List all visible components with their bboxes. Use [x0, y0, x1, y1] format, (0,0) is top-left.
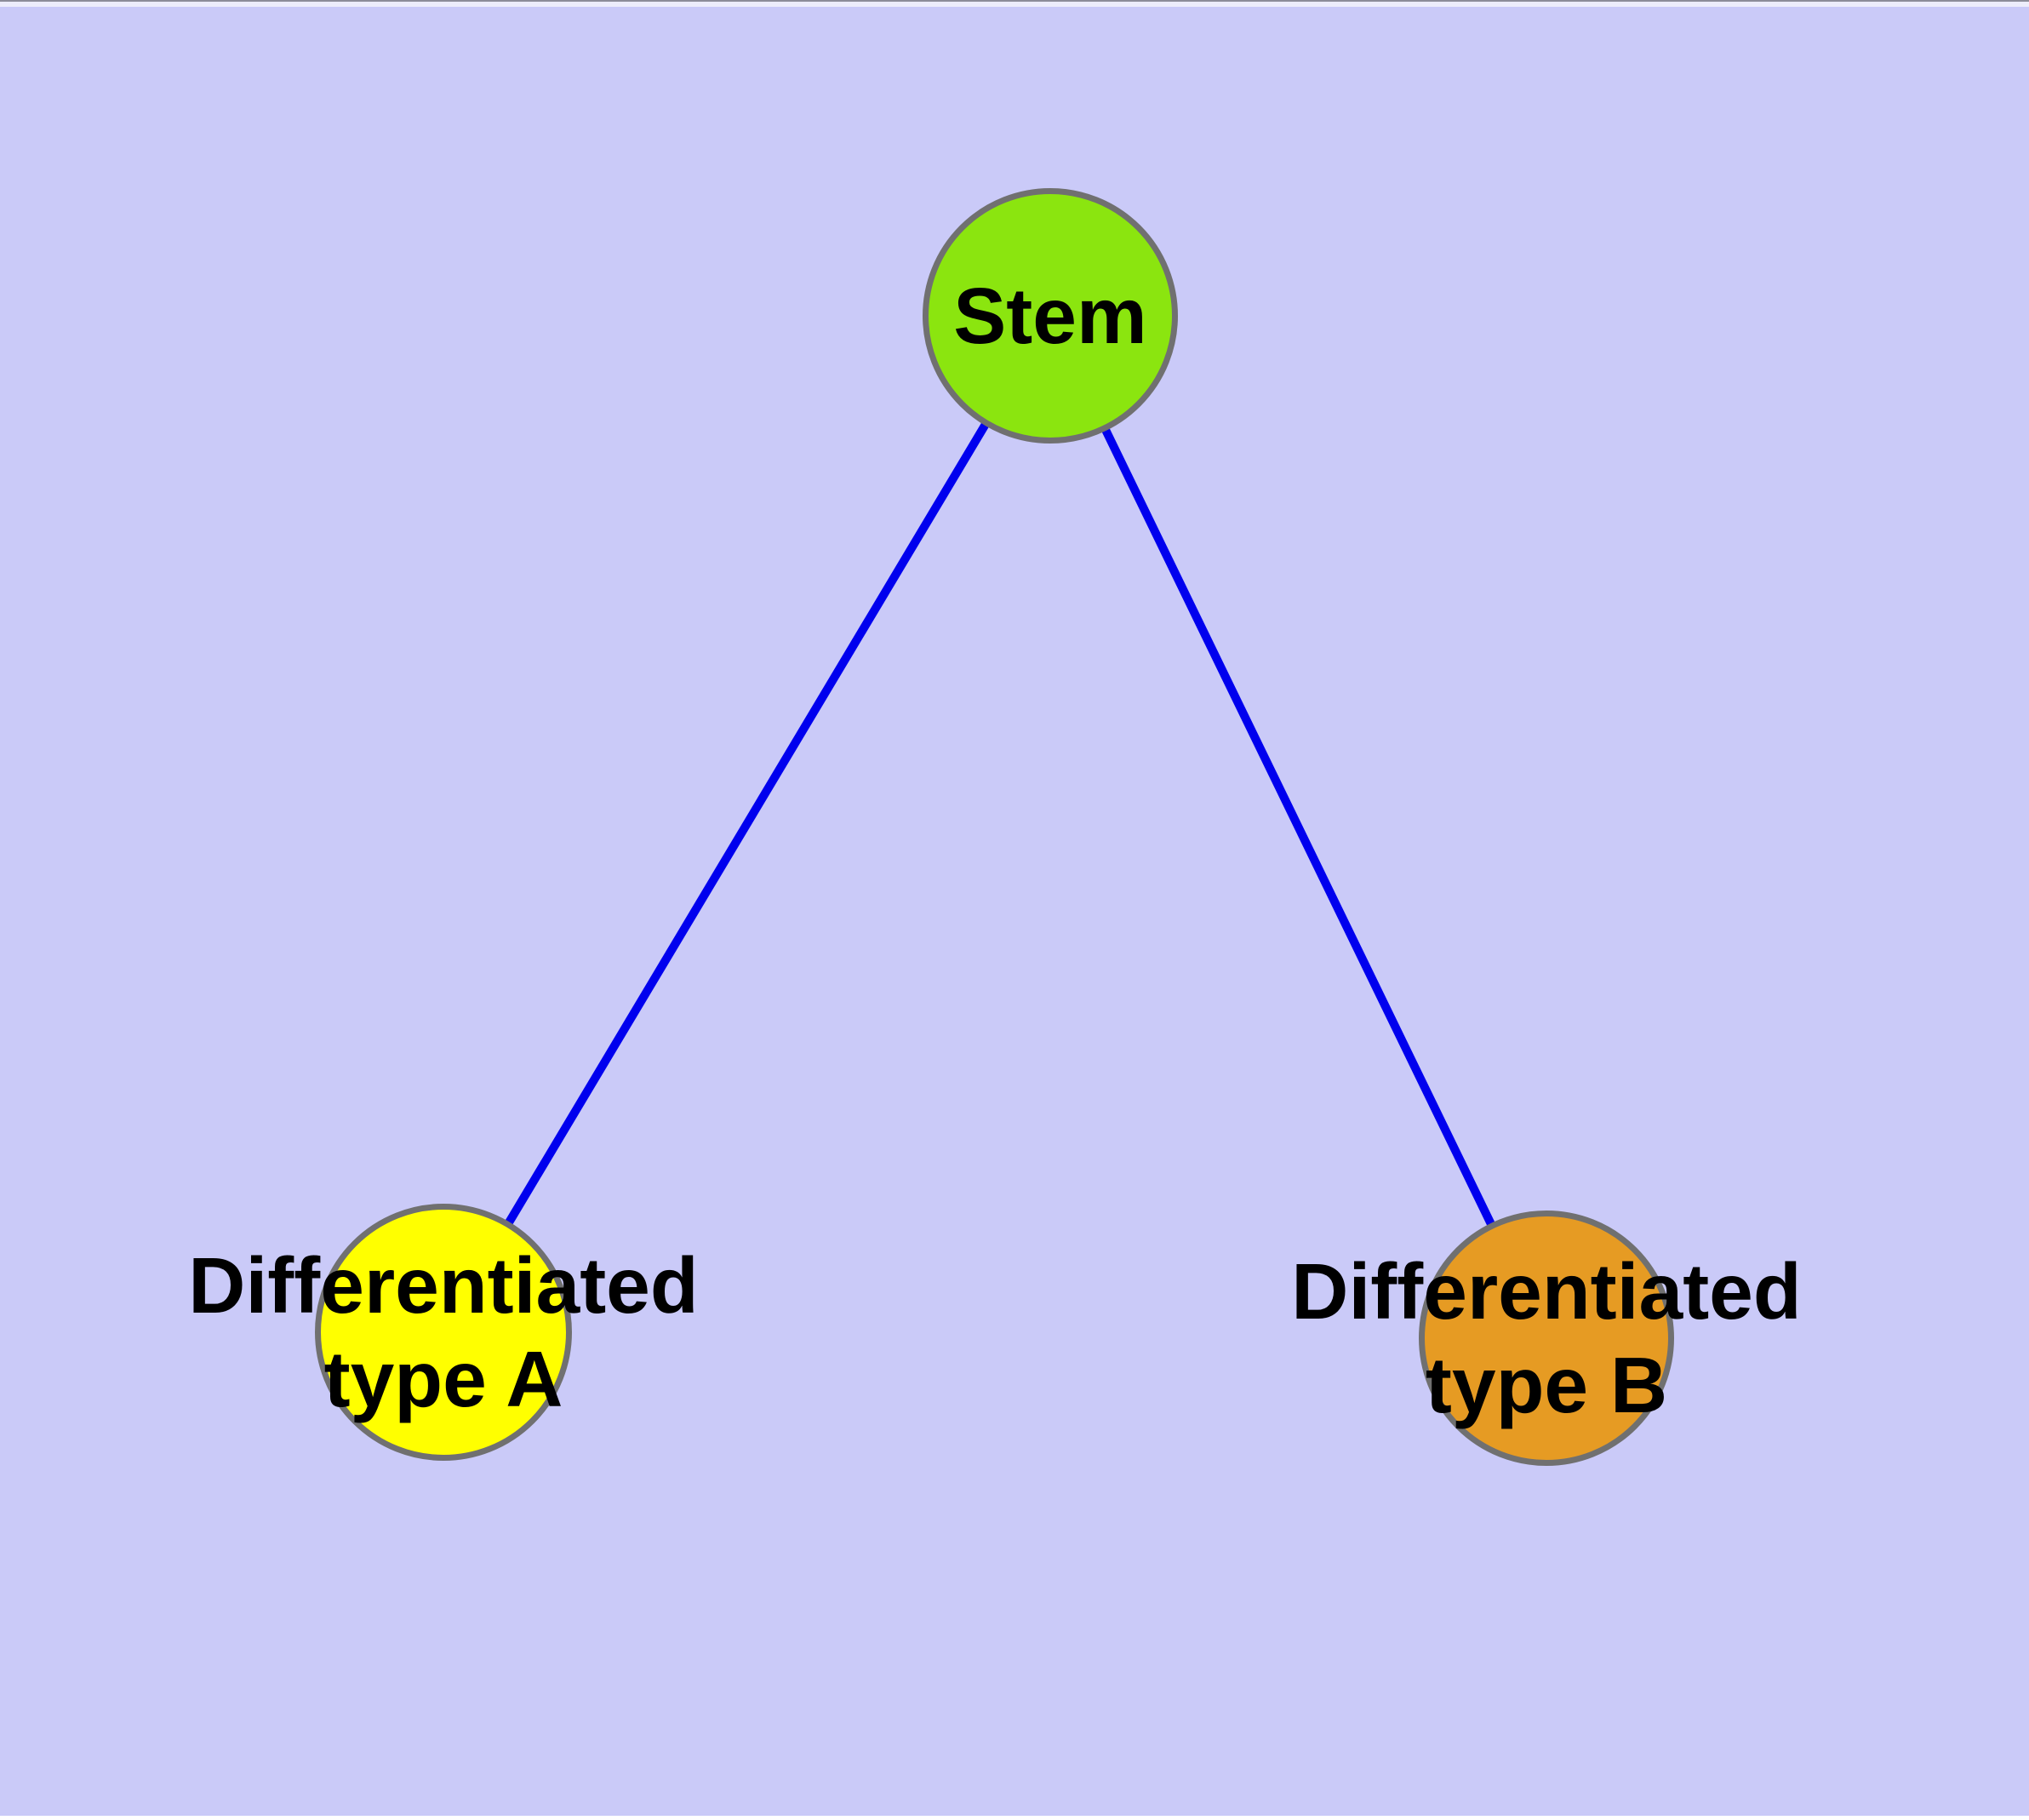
edge-stem-to-type-b [1046, 313, 1551, 1341]
node-differentiated-type-a[interactable]: Differentiated type A [188, 1204, 699, 1461]
node-stem[interactable]: Stem [923, 188, 1178, 444]
bottom-edge-strip [0, 1816, 2029, 1820]
node-type-b-label: Differentiated type B [1291, 1247, 1802, 1429]
node-type-a-label: Differentiated type A [188, 1241, 699, 1423]
node-differentiated-type-b[interactable]: Differentiated type B [1291, 1210, 1802, 1466]
edge-stem-to-type-a [439, 313, 1055, 1335]
node-stem-label: Stem [953, 272, 1147, 360]
top-edge-strip [0, 0, 2029, 7]
